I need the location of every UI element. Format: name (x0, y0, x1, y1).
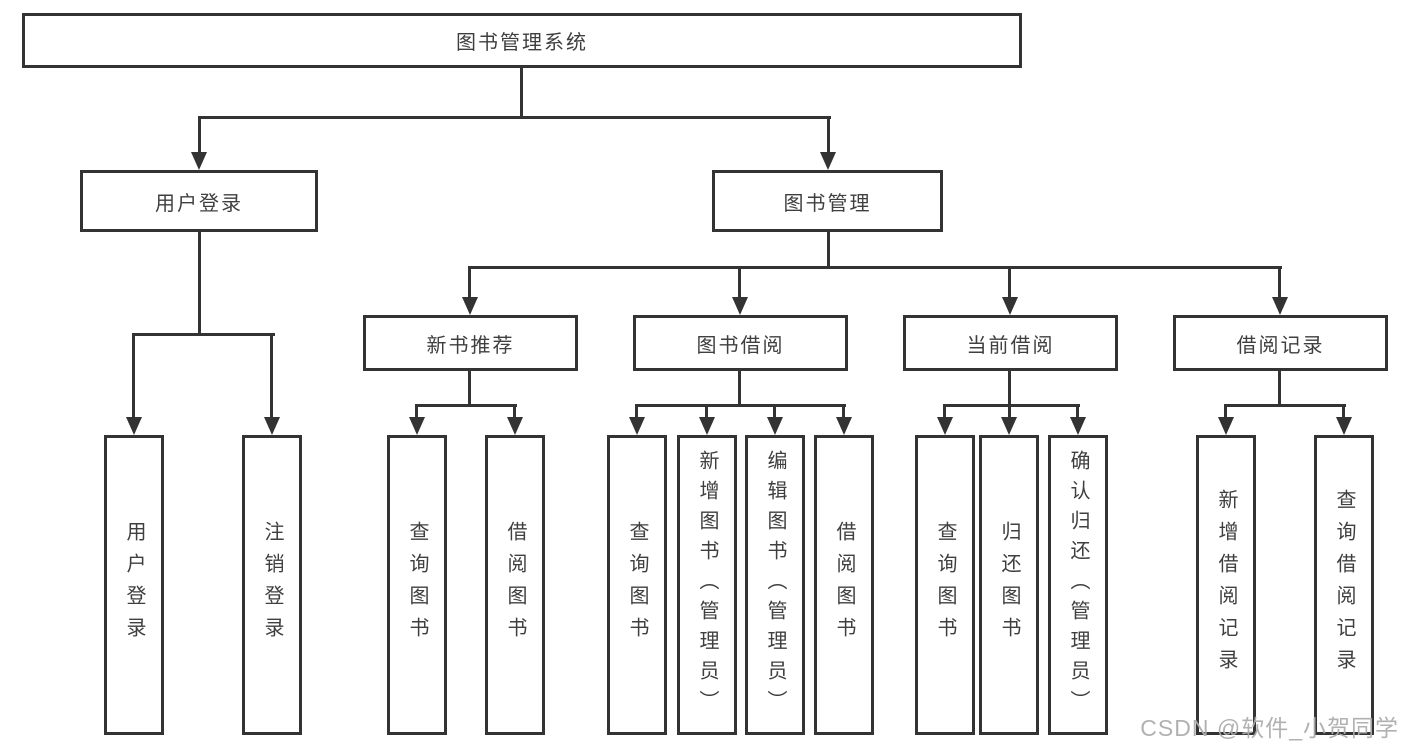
connector-newbook-stem (468, 371, 471, 407)
connector-bookmgmt-stem (827, 232, 830, 269)
connector-drop (1342, 404, 1345, 419)
arrow-down-icon (937, 417, 953, 435)
leaf-add-book-admin: 新增图书（管理员） (677, 435, 737, 735)
node-current-borrow: 当前借阅 (903, 315, 1118, 371)
leaf-edit-book-admin: 编辑图书（管理员） (745, 435, 805, 735)
connector-drop (943, 404, 946, 419)
node-book-borrow: 图书借阅 (633, 315, 848, 371)
connector-userlogin-rail (132, 333, 275, 336)
arrow-down-icon (1218, 417, 1234, 435)
connector-drop (1076, 404, 1079, 419)
connector-bookborrow-rail (635, 404, 846, 407)
arrow-down-icon (409, 417, 425, 435)
connector-drop-user-login (198, 116, 201, 154)
leaf-label: 查询图书 (934, 521, 956, 649)
connector-drop-current-borrow (1008, 266, 1011, 299)
connector-drop-new-book (468, 266, 471, 299)
arrow-down-icon (462, 297, 478, 315)
node-new-book-recommend: 新书推荐 (363, 315, 578, 371)
node-user-login: 用户登录 (80, 170, 318, 232)
leaf-add-borrow-record: 新增借阅记录 (1196, 435, 1256, 735)
connector-drop (1008, 404, 1011, 419)
node-library-system: 图书管理系统 (22, 13, 1022, 68)
arrow-down-icon (629, 417, 645, 435)
leaf-label: 查询图书 (626, 521, 648, 649)
connector-drop (705, 404, 708, 419)
connector-borrowrecord-rail (1224, 404, 1346, 407)
connector-drop-borrow-record (1278, 266, 1281, 299)
node-book-management: 图书管理 (712, 170, 943, 232)
connector-userlogin-stem (198, 232, 201, 335)
leaf-return-book: 归还图书 (979, 435, 1039, 735)
leaf-query-books-borrow: 查询图书 (607, 435, 667, 735)
leaf-label: 查询图书 (406, 521, 428, 649)
connector-root-rail (198, 116, 831, 119)
arrow-down-icon (1001, 417, 1017, 435)
leaf-label: 新增借阅记录 (1215, 489, 1237, 681)
leaf-label: 用户登录 (123, 521, 145, 649)
connector-currentborrow-stem (1008, 371, 1011, 407)
arrow-down-icon (1336, 417, 1352, 435)
arrow-down-icon (264, 417, 280, 435)
connector-bookmgmt-rail (468, 266, 1282, 269)
connector-drop (635, 404, 638, 419)
connector-drop (842, 404, 845, 419)
leaf-user-login: 用户登录 (104, 435, 164, 735)
leaf-borrow-books: 借阅图书 (814, 435, 874, 735)
arrow-down-icon (1070, 417, 1086, 435)
arrow-down-icon (1272, 297, 1288, 315)
leaf-label: 注销登录 (261, 521, 283, 649)
arrow-down-icon (507, 417, 523, 435)
leaf-label: 查询借阅记录 (1333, 489, 1355, 681)
connector-drop-leaf-logout (270, 333, 273, 419)
leaf-label: 确认归还（管理员） (1067, 450, 1089, 720)
arrow-down-icon (820, 152, 836, 170)
leaf-label: 借阅图书 (504, 521, 526, 649)
leaf-label: 借阅图书 (833, 521, 855, 649)
arrow-down-icon (699, 417, 715, 435)
connector-borrowrecord-stem (1278, 371, 1281, 407)
watermark-text: CSDN @软件_小贺同学 (1140, 715, 1399, 741)
arrow-down-icon (836, 417, 852, 435)
connector-bookborrow-stem (738, 371, 741, 407)
connector-root-stem (520, 68, 523, 119)
leaf-label: 编辑图书（管理员） (764, 450, 786, 720)
leaf-label: 新增图书（管理员） (696, 450, 718, 720)
leaf-borrow-books-recommend: 借阅图书 (485, 435, 545, 735)
leaf-confirm-return-admin: 确认归还（管理员） (1048, 435, 1108, 735)
arrow-down-icon (191, 152, 207, 170)
connector-currentborrow-rail (943, 404, 1080, 407)
leaf-query-books-current: 查询图书 (915, 435, 975, 735)
connector-newbook-rail (415, 404, 517, 407)
leaf-logout: 注销登录 (242, 435, 302, 735)
connector-drop (415, 404, 418, 419)
connector-drop (513, 404, 516, 419)
arrow-down-icon (1002, 297, 1018, 315)
leaf-label: 归还图书 (998, 521, 1020, 649)
arrow-down-icon (767, 417, 783, 435)
leaf-query-books-recommend: 查询图书 (387, 435, 447, 735)
arrow-down-icon (732, 297, 748, 315)
connector-drop-book-borrow (738, 266, 741, 299)
connector-drop-leaf-login (132, 333, 135, 419)
connector-drop (1224, 404, 1227, 419)
connector-drop (773, 404, 776, 419)
node-borrow-records: 借阅记录 (1173, 315, 1388, 371)
arrow-down-icon (126, 417, 142, 435)
leaf-query-borrow-record: 查询借阅记录 (1314, 435, 1374, 735)
connector-drop-book-mgmt (827, 116, 830, 154)
